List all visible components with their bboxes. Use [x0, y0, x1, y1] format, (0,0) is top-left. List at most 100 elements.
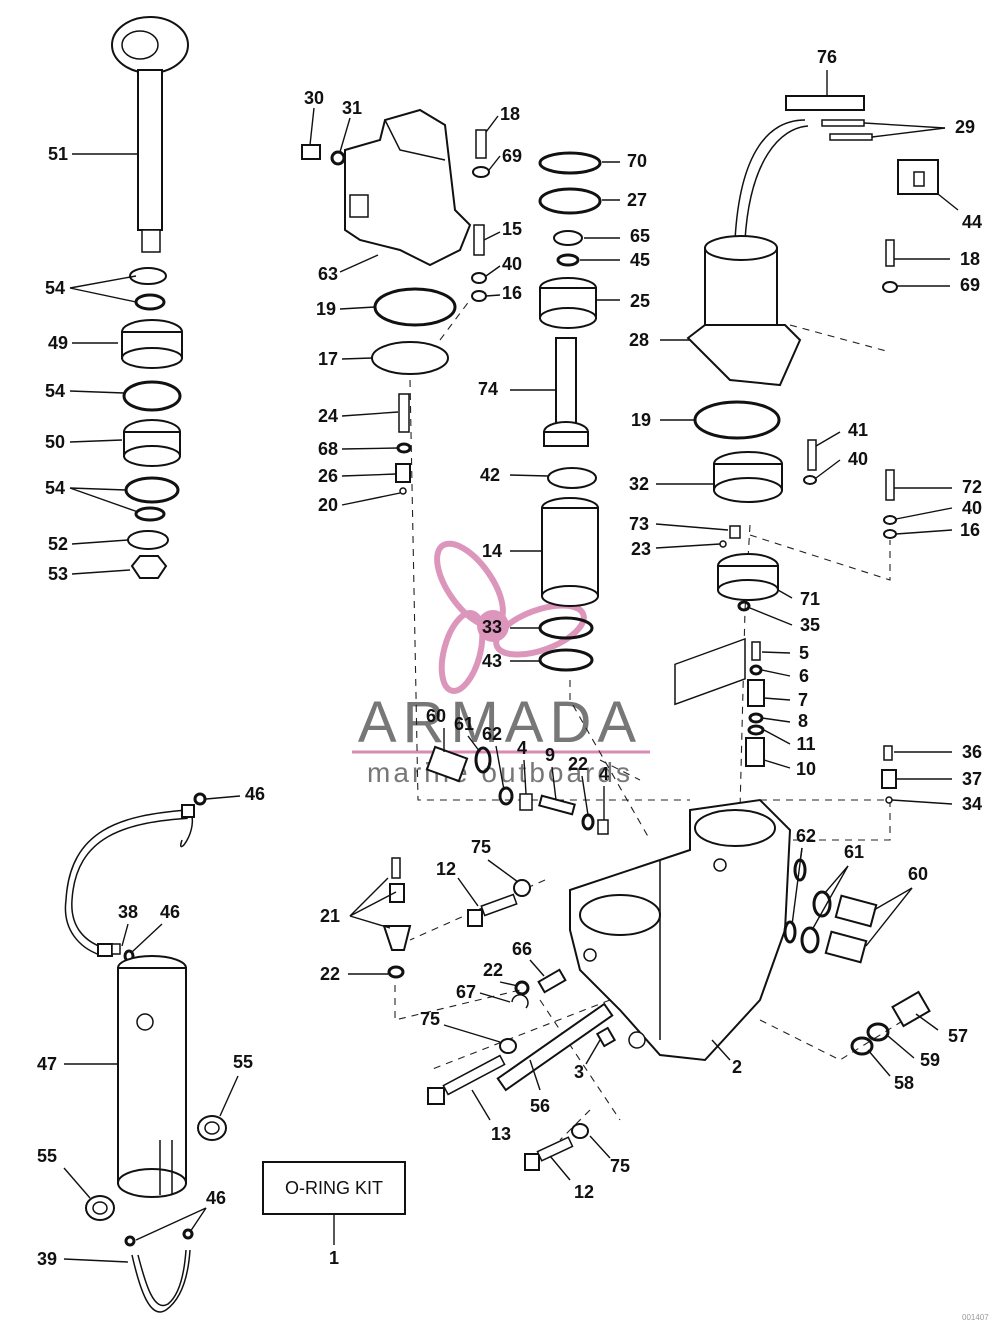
valve-10: [745, 737, 765, 767]
part-label-71: 71: [800, 589, 820, 609]
leader-line-35: [749, 607, 793, 626]
oring-45: [556, 253, 580, 267]
leader-line-60: [873, 887, 913, 911]
screw-12a: [467, 893, 518, 927]
part-label-7: 7: [798, 690, 808, 710]
part-label-27: 27: [627, 190, 647, 210]
spring-24: [398, 393, 410, 433]
part-label-16: 16: [960, 520, 980, 540]
part-label-32: 32: [629, 474, 649, 494]
part-label-22: 22: [320, 964, 340, 984]
piston-7: [747, 679, 765, 707]
part-label-75: 75: [610, 1156, 630, 1176]
watermark-brand: ARMADA: [358, 690, 642, 755]
oring-62a: [498, 786, 514, 806]
washer-69a: [472, 166, 490, 178]
leader-line-56: [529, 1059, 541, 1091]
part-label-60: 60: [908, 864, 928, 884]
cylinder-liner-14: [541, 497, 599, 607]
part-label-40: 40: [848, 449, 868, 469]
part-label-33: 33: [482, 617, 502, 637]
part-label-73: 73: [629, 514, 649, 534]
part-label-13: 13: [491, 1124, 511, 1144]
washer-16a: [471, 290, 487, 302]
part-label-22: 22: [568, 754, 588, 774]
part-label-28: 28: [629, 330, 649, 350]
leader-line-57: [915, 1013, 939, 1031]
cylinder-47: [117, 955, 187, 1198]
leader-line-21: [349, 877, 389, 917]
screw-41: [807, 439, 817, 471]
part-label-6: 6: [799, 666, 809, 686]
part-label-12: 12: [436, 859, 456, 879]
bushing-55b: [85, 1195, 115, 1221]
leader-line-58: [867, 1049, 891, 1077]
spring-4a: [519, 793, 533, 811]
part-label-51: 51: [48, 144, 68, 164]
leader-line-61: [823, 865, 849, 895]
retainer-67: [511, 994, 529, 1009]
oring-kit-callout: O-RING KIT 1: [262, 1161, 406, 1268]
part-label-54: 54: [45, 478, 65, 498]
part-label-34: 34: [962, 794, 982, 814]
part-label-43: 43: [482, 651, 502, 671]
oring-6: [749, 664, 763, 676]
leader-line-61: [811, 865, 849, 931]
leader-line-75: [487, 859, 519, 883]
oring-22c: [514, 980, 530, 996]
check-valve-26: [395, 463, 411, 483]
part-label-66: 66: [512, 939, 532, 959]
part-label-74: 74: [478, 379, 498, 399]
leader-line-9: [551, 766, 557, 801]
leader-line-24: [341, 411, 399, 417]
piston-50: [123, 419, 181, 467]
washer-75a: [513, 879, 531, 897]
part-label-39: 39: [37, 1249, 57, 1269]
leader-line-54: [69, 275, 137, 289]
part-label-62: 62: [482, 724, 502, 744]
part-label-75: 75: [420, 1009, 440, 1029]
part-label-68: 68: [318, 439, 338, 459]
part-label-75: 75: [471, 837, 491, 857]
leader-line-59: [887, 1035, 915, 1059]
part-label-42: 42: [480, 465, 500, 485]
leader-line-21: [349, 915, 391, 929]
screw-30: [301, 144, 321, 160]
part-label-30: 30: [304, 88, 324, 108]
washer-52: [127, 530, 169, 550]
bushing-42: [547, 467, 597, 489]
leader-line-29: [863, 122, 946, 129]
leader-line-61: [467, 735, 481, 753]
leader-line-16: [485, 294, 501, 297]
leader-line-22: [581, 775, 589, 816]
part-label-36: 36: [962, 742, 982, 762]
leader-line-7: [763, 697, 791, 701]
part-label-70: 70: [627, 151, 647, 171]
oring-27: [538, 187, 602, 215]
leader-line-62: [791, 847, 803, 926]
ball-20: [399, 487, 407, 495]
oring-43: [538, 648, 594, 672]
part-label-50: 50: [45, 432, 65, 452]
leader-line-34: [891, 799, 953, 805]
leader-line-4: [523, 759, 527, 795]
part-label-61: 61: [844, 842, 864, 862]
oring-54d: [124, 476, 180, 504]
leader-line-3: [585, 1039, 601, 1065]
part-label-69: 69: [960, 275, 980, 295]
washer-75c: [571, 1123, 589, 1139]
part-label-47: 47: [37, 1054, 57, 1074]
part-label-56: 56: [530, 1096, 550, 1116]
spring-4b: [597, 819, 609, 835]
leader-line-5: [761, 651, 791, 654]
ball-23: [719, 540, 727, 548]
washer-40a: [471, 272, 487, 284]
leader-line-73: [655, 523, 729, 531]
part-label-12: 12: [574, 1182, 594, 1202]
part-label-4: 4: [599, 764, 609, 784]
leader-line-66: [529, 959, 545, 977]
armada-watermark: ARMADA marine outboards: [352, 540, 650, 788]
oring-54c: [122, 380, 182, 412]
leader-line-15: [483, 231, 501, 241]
